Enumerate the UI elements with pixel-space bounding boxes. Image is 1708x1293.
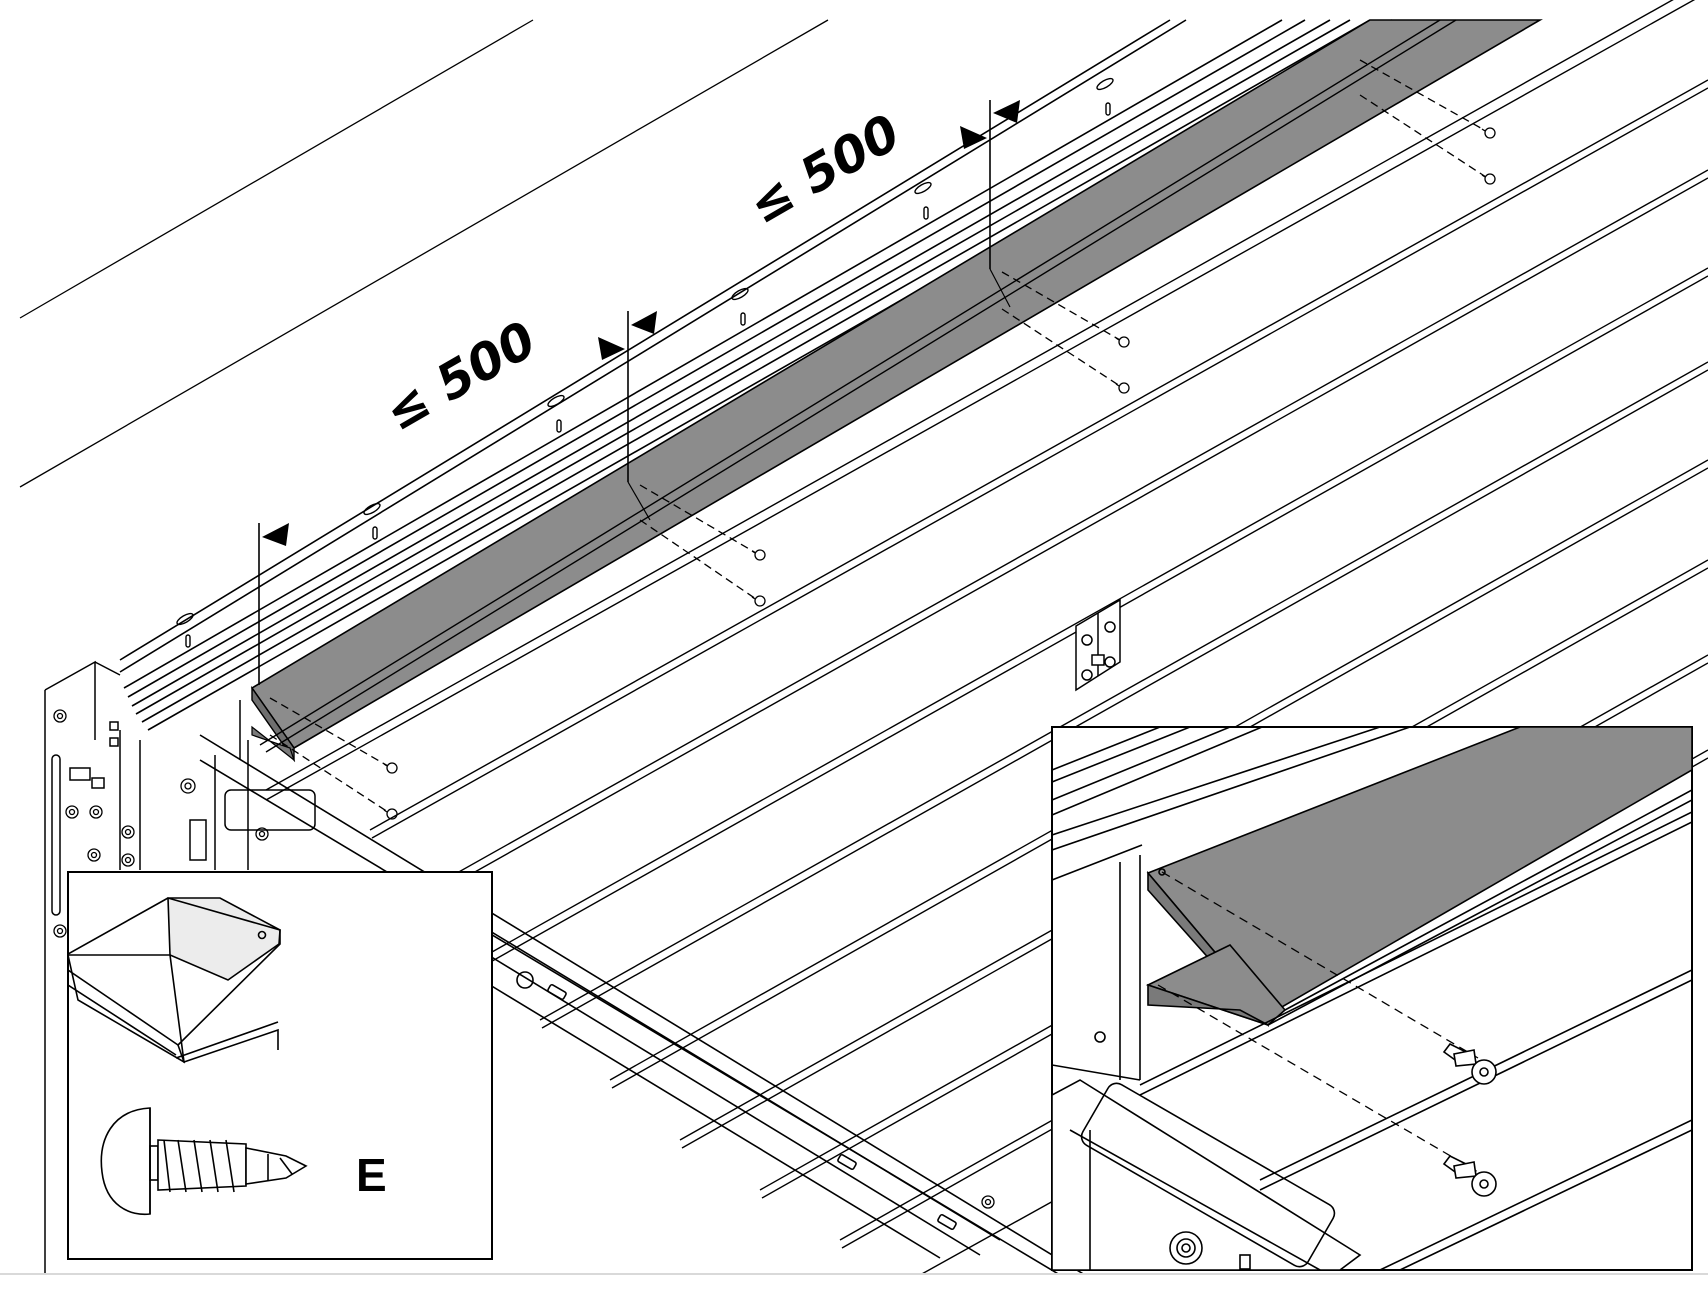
screw-icon: [1481, 127, 1496, 139]
screw-icon: [383, 762, 398, 774]
part-letter: E: [356, 1149, 387, 1201]
bolt-icon: [65, 805, 79, 819]
bolt-icon: [1169, 1231, 1203, 1265]
bracket-profile-icon: [68, 897, 281, 1064]
roof-outline: [19, 19, 829, 488]
screw-icon: [751, 549, 766, 561]
dimension-label-1: ≤ 500: [375, 310, 546, 442]
bolt-icon: [121, 825, 135, 839]
small-screws: [383, 127, 1496, 820]
bolts: [53, 709, 995, 1209]
bolt-icon: [981, 1195, 995, 1209]
screw-icon: [751, 595, 766, 607]
bolt-icon: [53, 709, 67, 723]
bolt-icon: [180, 778, 196, 794]
screw-icon: [1442, 1154, 1497, 1197]
screw-leader-lines: [269, 59, 1487, 813]
rail-slots: [176, 77, 1114, 648]
screw-icon: [1442, 1042, 1497, 1085]
dimension-label-2: ≤ 500: [739, 103, 910, 235]
screw-icon: [383, 808, 398, 820]
self-drilling-screw-icon: [100, 1107, 308, 1216]
bolt-icon: [87, 848, 101, 862]
bolt-icon: [121, 853, 135, 867]
hinge: [1075, 598, 1121, 692]
screw-icon: [1115, 336, 1130, 348]
dimension-markers: [258, 100, 1020, 685]
bolt-icon: [89, 805, 103, 819]
corner-post: [44, 660, 316, 1275]
bolt-icon: [53, 924, 67, 938]
screw-icon: [1481, 173, 1496, 185]
screw-icon: [1115, 382, 1130, 394]
bolt-icon: [255, 827, 269, 841]
detail-box-closeup: [1051, 726, 1693, 1271]
detail-box-parts: E: [67, 871, 493, 1260]
lower-beam: [199, 734, 1086, 1275]
